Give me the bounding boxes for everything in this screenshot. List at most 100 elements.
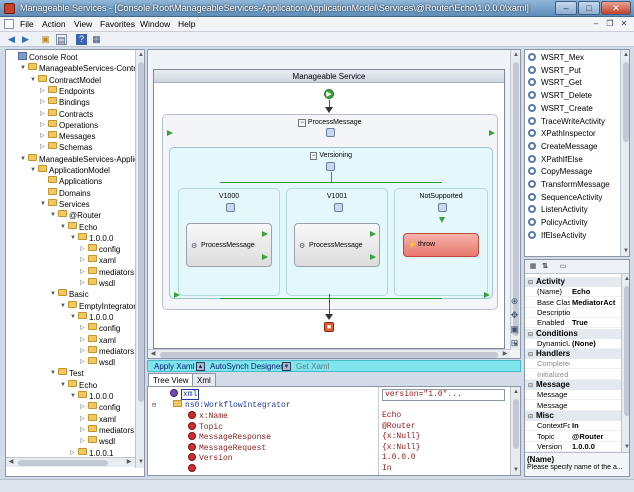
mdi-close-icon[interactable]: ✕ bbox=[620, 19, 628, 28]
autosynch-icon[interactable]: ▼ bbox=[282, 362, 291, 371]
collapse-icon[interactable]: ⊟ bbox=[528, 383, 534, 389]
designer-hscrollbar[interactable]: ◀ ▶ bbox=[148, 349, 510, 358]
tree-item[interactable]: ▷xaml bbox=[80, 255, 116, 266]
tree-item[interactable]: ▼1.0.0.0 bbox=[70, 232, 113, 244]
toolbox-item[interactable]: XPathIfElse bbox=[528, 154, 583, 166]
scroll-up-icon[interactable]: ▲ bbox=[624, 276, 630, 282]
properties-vscroll-thumb[interactable] bbox=[624, 286, 629, 416]
expand-icon[interactable]: ▼ bbox=[50, 212, 56, 219]
tree-item[interactable]: ▷mediators bbox=[80, 424, 134, 436]
workflow-designer[interactable]: Manageable Service ▶ − ProcessMessage − … bbox=[147, 49, 521, 359]
tree-hscrollbar[interactable]: ◀ ▶ bbox=[6, 457, 135, 467]
expand-icon[interactable]: ▷ bbox=[40, 110, 45, 117]
tree-item[interactable]: ▷config bbox=[80, 244, 120, 255]
throw-activity[interactable]: ⚡ throw bbox=[403, 233, 479, 257]
expand-icon[interactable]: ▼ bbox=[30, 76, 36, 83]
expand-icon[interactable]: ▼ bbox=[50, 291, 56, 298]
tree-item[interactable]: ▷wsdl bbox=[80, 436, 115, 447]
zoom-icon[interactable]: ⊕ bbox=[510, 296, 519, 306]
menu-file[interactable]: File bbox=[20, 19, 34, 29]
expand-icon[interactable]: ▼ bbox=[50, 370, 56, 377]
toolbox-vscroll-thumb[interactable] bbox=[623, 62, 629, 142]
expand-icon[interactable]: ▷ bbox=[40, 99, 45, 106]
xml-attribute-row[interactable]: Topic bbox=[188, 421, 223, 432]
tree-item[interactable]: ▷wsdl bbox=[80, 278, 115, 289]
tree-item[interactable]: ▼Services bbox=[40, 198, 90, 210]
property-category[interactable]: ⊟Misc bbox=[525, 410, 621, 421]
expand-icon[interactable]: ▷ bbox=[80, 268, 85, 275]
tree-item[interactable]: ▼Echo bbox=[60, 379, 97, 391]
xml-attribute-row[interactable]: x:Name bbox=[188, 411, 228, 421]
pan-icon[interactable]: ✥ bbox=[510, 310, 519, 320]
property-category[interactable]: ⊟Handlers bbox=[525, 349, 621, 360]
xml-attribute-value[interactable]: Echo bbox=[382, 411, 402, 420]
expand-icon[interactable]: ▷ bbox=[40, 87, 45, 94]
mdi-minimize-icon[interactable]: – bbox=[593, 19, 599, 28]
xml-attribute-row[interactable]: MessageResponse bbox=[188, 432, 271, 442]
designer-hscroll-thumb[interactable] bbox=[160, 352, 498, 358]
expand-icon[interactable]: ▼ bbox=[40, 200, 46, 207]
expand-icon[interactable]: ▼ bbox=[70, 393, 76, 399]
process-message-activity-2[interactable]: ⚙ ProcessMessage bbox=[294, 223, 380, 267]
xml-root-row[interactable]: xml bbox=[170, 389, 200, 400]
properties-vscrollbar[interactable]: ▲ ▼ bbox=[621, 274, 630, 452]
property-category[interactable]: ⊟Message bbox=[525, 380, 621, 390]
toolbox-item[interactable]: WSRT_Create bbox=[528, 103, 593, 115]
scroll-right-icon[interactable]: ▶ bbox=[502, 351, 508, 357]
expand-icon[interactable]: ▷ bbox=[80, 246, 85, 253]
toolbox-item[interactable]: CopyMessage bbox=[528, 166, 592, 178]
tree-item[interactable]: Domains bbox=[40, 187, 91, 199]
process-message-activity-1[interactable]: ⚙ ProcessMessage bbox=[186, 223, 272, 267]
fit-icon[interactable]: ▣ bbox=[510, 324, 519, 334]
collapse-icon[interactable]: − bbox=[298, 119, 306, 127]
scroll-down-icon[interactable]: ▼ bbox=[624, 444, 630, 450]
expand-icon[interactable]: ▼ bbox=[20, 155, 26, 162]
branch-v1001[interactable]: V1001 ⚙ ProcessMessage bbox=[286, 188, 388, 296]
tree-item[interactable]: ▷Schemas bbox=[40, 142, 92, 153]
expand-icon[interactable]: ▷ bbox=[80, 347, 85, 354]
tree-item[interactable]: ▷1.0.0.1 bbox=[70, 447, 113, 459]
property-row[interactable]: Base ClassMediatorAct bbox=[525, 298, 621, 308]
scroll-up-icon[interactable]: ▲ bbox=[623, 52, 629, 58]
expand-icon[interactable]: ▷ bbox=[40, 144, 45, 151]
expand-icon[interactable]: ▷ bbox=[80, 280, 85, 286]
manageable-service-activity[interactable]: Manageable Service ▶ − ProcessMessage − … bbox=[153, 69, 505, 349]
apply-xaml-button[interactable]: Apply Xaml bbox=[154, 362, 195, 371]
xml-attribute-value[interactable]: @Router bbox=[382, 421, 416, 431]
property-row[interactable]: (Name)Echo bbox=[525, 287, 621, 298]
tree-item[interactable]: ▷Endpoints bbox=[40, 85, 95, 97]
xml-attribute-row[interactable]: Version bbox=[188, 453, 233, 463]
tree-vscrollbar[interactable]: ▲ ▼ bbox=[135, 50, 144, 468]
tree-item[interactable]: ▼@Router bbox=[50, 210, 101, 221]
toolbox-item[interactable]: TraceWriteActivity bbox=[528, 116, 605, 128]
toolbox-item[interactable]: WSRT_Delete bbox=[528, 90, 592, 102]
toolbox-item[interactable]: CreateMessage bbox=[528, 141, 597, 153]
close-button[interactable]: ✕ bbox=[601, 1, 631, 15]
show-tree-icon[interactable]: ▤ bbox=[56, 34, 67, 45]
tab-xml[interactable]: Xml bbox=[192, 373, 216, 387]
xml-attribute-value[interactable]: {x:Null} bbox=[382, 442, 421, 452]
toolbox-item[interactable]: ListenActivity bbox=[528, 204, 588, 216]
property-value[interactable]: True bbox=[572, 318, 588, 328]
collapse-icon[interactable]: ⊟ bbox=[528, 352, 534, 359]
tree-hscroll-thumb[interactable] bbox=[18, 460, 108, 466]
scroll-down-icon[interactable]: ▼ bbox=[138, 459, 144, 465]
tree-item[interactable]: ▼Echo bbox=[60, 221, 97, 233]
collapse-icon[interactable]: ⊟ bbox=[528, 280, 534, 286]
tree-item[interactable]: ▷xaml bbox=[80, 413, 116, 425]
navigate-icon[interactable]: ⊞ bbox=[510, 338, 519, 348]
property-row[interactable]: Message bbox=[525, 401, 621, 411]
expand-icon[interactable]: ▼ bbox=[60, 381, 66, 388]
scroll-left-icon[interactable]: ◀ bbox=[8, 459, 14, 465]
tree-item[interactable]: ▼Test bbox=[50, 368, 84, 379]
process-message-sequence[interactable]: − ProcessMessage − Versioning V1000 bbox=[162, 114, 498, 310]
scroll-down-icon[interactable]: ▼ bbox=[513, 467, 519, 473]
designer-vscrollbar[interactable]: ▲ ▼ bbox=[510, 50, 520, 350]
xml-attribute-value[interactable]: {x:Null} bbox=[382, 432, 421, 441]
expand-icon[interactable]: ▼ bbox=[70, 313, 76, 320]
expand-icon[interactable]: ▼ bbox=[20, 65, 26, 72]
help-icon[interactable]: ? bbox=[76, 34, 87, 45]
tree-item[interactable]: ▷Bindings bbox=[40, 97, 90, 108]
property-value[interactable]: (None) bbox=[572, 338, 596, 348]
